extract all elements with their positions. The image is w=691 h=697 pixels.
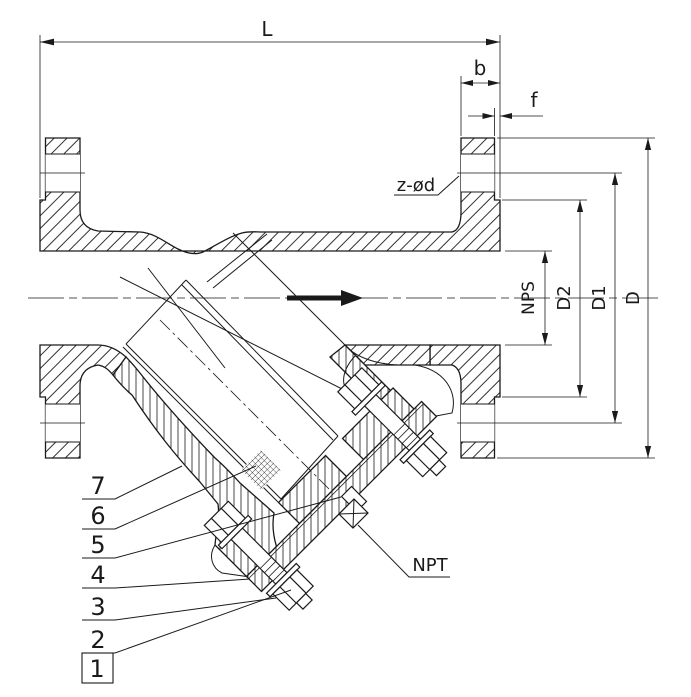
part-label-6: 6 bbox=[90, 502, 105, 530]
leader-part-2 bbox=[82, 589, 292, 654]
callout-leaders bbox=[357, 175, 460, 578]
part-label-5: 5 bbox=[90, 531, 105, 559]
screen-recess-band bbox=[206, 233, 273, 289]
part-label-4: 4 bbox=[90, 561, 105, 589]
drain-plug bbox=[338, 485, 369, 529]
drain-plug-cross bbox=[338, 498, 369, 529]
label-D2: D2 bbox=[554, 285, 575, 310]
screen-edge-right bbox=[181, 279, 339, 441]
leader-z-od bbox=[394, 175, 460, 196]
body-upper-section bbox=[39, 137, 501, 255]
dimension-labels: L b f z-ød NPS D2 D1 D NPT bbox=[261, 17, 644, 576]
part-label-7: 7 bbox=[90, 472, 105, 500]
part-label-2: 2 bbox=[90, 626, 105, 654]
label-b: b bbox=[474, 56, 487, 80]
flow-direction-arrow bbox=[287, 290, 363, 306]
cover-bolt-lower bbox=[203, 500, 315, 612]
leader-part-5 bbox=[82, 496, 342, 559]
label-D1: D1 bbox=[589, 285, 610, 310]
leader-part-7 bbox=[82, 465, 183, 500]
label-L: L bbox=[261, 17, 273, 41]
leader-part-4 bbox=[82, 578, 251, 589]
ext-lines bbox=[39, 35, 655, 459]
label-NPS: NPS bbox=[519, 281, 539, 315]
chamber-outer-wall-line bbox=[232, 232, 346, 346]
leader-npt bbox=[357, 524, 450, 578]
body-outline-left-of-cover bbox=[211, 544, 247, 577]
screen-top-end bbox=[125, 279, 187, 345]
dimension-linework bbox=[39, 35, 655, 459]
cover-bolt-upper bbox=[336, 366, 448, 478]
part-leaders bbox=[81, 465, 342, 684]
screen-mesh-patch bbox=[241, 450, 281, 490]
part-number-labels: 7 6 5 4 3 2 1 bbox=[89, 472, 105, 683]
body-outline-right-of-cover bbox=[414, 364, 454, 417]
part-label-1: 1 bbox=[89, 655, 104, 683]
screen-bottom-end bbox=[280, 435, 339, 500]
bore-intersection-line-2 bbox=[147, 267, 226, 369]
part-label-3: 3 bbox=[90, 593, 105, 621]
chamber-centerline bbox=[159, 319, 346, 506]
dimension-arrowheads bbox=[40, 38, 652, 458]
leader-part-3 bbox=[82, 597, 277, 621]
label-z-od: z-ød bbox=[397, 175, 435, 196]
bolt-hole-centerlines-left bbox=[40, 172, 85, 424]
bore-intersection-line-1 bbox=[119, 276, 353, 395]
label-f: f bbox=[530, 88, 538, 112]
label-D: D bbox=[623, 291, 644, 305]
leader-part-6 bbox=[82, 465, 257, 530]
part-1-box bbox=[81, 652, 114, 684]
label-NPT: NPT bbox=[412, 555, 448, 576]
